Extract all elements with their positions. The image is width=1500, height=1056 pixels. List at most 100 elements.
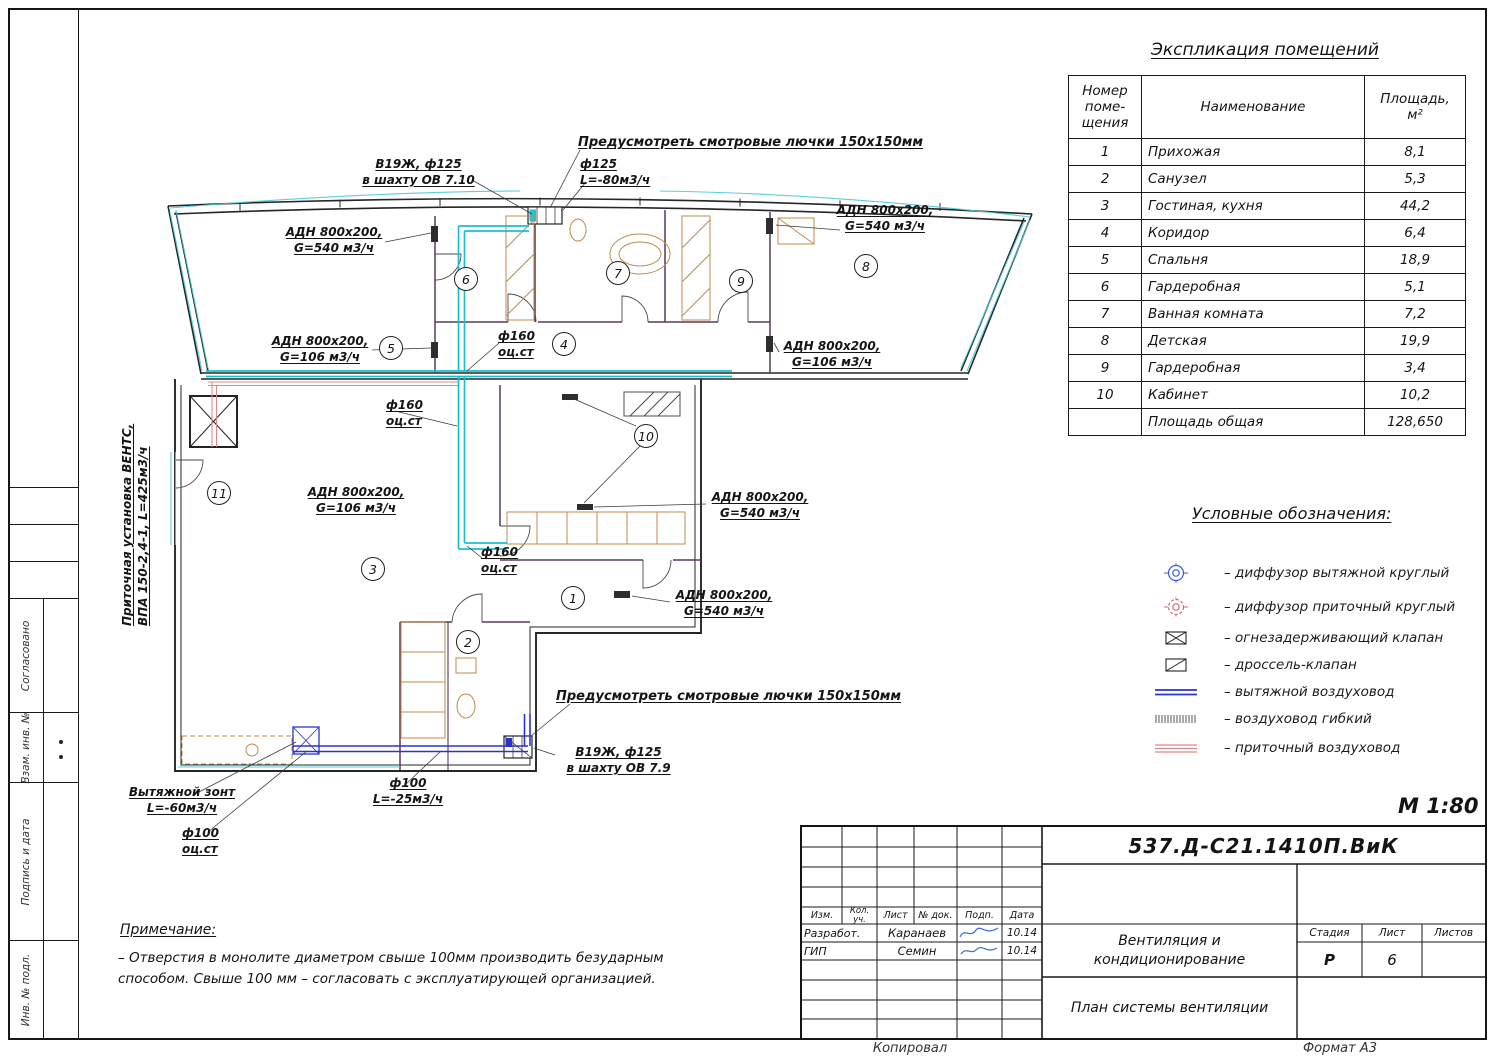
side-cell-sign: Подпись и дата bbox=[8, 782, 79, 941]
note-line: АДН 800х200, bbox=[285, 225, 383, 239]
legend-label: – диффузор приточный круглый bbox=[1224, 599, 1456, 615]
legend-label: – воздуховод гибкий bbox=[1224, 711, 1372, 727]
room-number-8: 8 bbox=[854, 254, 878, 278]
gip-signature bbox=[960, 946, 998, 955]
stage-label: Стадия bbox=[1309, 927, 1350, 939]
throttle-valve-icon bbox=[1140, 657, 1212, 673]
room-number-label: 9 bbox=[737, 273, 745, 289]
drawing-title: План системы вентиляции bbox=[1070, 999, 1269, 1016]
stage-value: Р bbox=[1324, 950, 1335, 969]
note-adn-room8: АДН 800х200, G=540 м3/ч bbox=[833, 203, 937, 235]
room-number-label: 4 bbox=[560, 336, 568, 352]
room-number-cell: 3 bbox=[1068, 192, 1142, 220]
note-line: В19Ж, ф125 bbox=[375, 157, 462, 171]
note-line: в шахту ОВ 7.9 bbox=[566, 760, 671, 775]
col-header-number: Номер поме- щения bbox=[1068, 75, 1142, 139]
room-number-cell: 2 bbox=[1068, 165, 1142, 193]
side-cell-divider bbox=[9, 783, 44, 940]
exterior-walls bbox=[167, 197, 1033, 772]
note-exhaust-hood: Вытяжной зонт L=-60м3/ч bbox=[120, 785, 244, 817]
note-line: L=-60м3/ч bbox=[146, 800, 218, 815]
exhaust-duct-icon bbox=[1140, 685, 1212, 699]
room-number-cell: 9 bbox=[1068, 354, 1142, 382]
developer-signature bbox=[959, 927, 999, 938]
room-number-2: 2 bbox=[456, 630, 480, 654]
col-podp: Подп. bbox=[965, 910, 994, 921]
note-line: G=106 м3/ч bbox=[280, 349, 360, 364]
glazing bbox=[169, 190, 1031, 768]
col-header-area: Площадь, м² bbox=[1364, 75, 1466, 139]
note-f100-flow: ф100 L=-25м3/ч bbox=[356, 776, 460, 808]
room-name-cell: Гардеробная bbox=[1141, 354, 1365, 382]
note-adn-room6: АДН 800х200, G=540 м3/ч bbox=[282, 225, 386, 257]
fire-valve-icon bbox=[1140, 630, 1212, 646]
legend-item: – вытяжной воздуховод bbox=[1140, 678, 1490, 705]
room-number-label: 11 bbox=[211, 485, 227, 501]
exhaust-diffuser-icon bbox=[1140, 563, 1212, 583]
note-line: АДН 800х200, bbox=[271, 334, 369, 348]
note-line: АДН 800х200, bbox=[307, 485, 405, 499]
legend: – диффузор вытяжной круглый – диффузор п… bbox=[1140, 556, 1490, 762]
note-adn-room5: АДН 800х200, G=106 м3/ч bbox=[268, 334, 372, 366]
legend-label: – диффузор вытяжной круглый bbox=[1224, 565, 1450, 581]
dot bbox=[59, 755, 63, 759]
note-line: Приточная установка ВЕНТС, bbox=[120, 423, 134, 626]
note-line: ф100 bbox=[182, 826, 219, 840]
closet-hatch bbox=[623, 391, 681, 417]
room-name-cell: Гардеробная bbox=[1141, 273, 1365, 301]
note-f100-duct: ф100 оц.ст bbox=[182, 826, 238, 858]
note-line: ВПА 150-2,4-1, L=425м3/ч bbox=[135, 446, 150, 626]
sheet-label: Лист bbox=[1378, 927, 1406, 939]
room-number-9: 9 bbox=[729, 269, 753, 293]
note-line: оц.ст bbox=[481, 560, 517, 575]
developer-date: 10.14 bbox=[1006, 927, 1038, 939]
room-number-label: 3 bbox=[369, 561, 377, 577]
room-number-cell: 5 bbox=[1068, 246, 1142, 274]
room-name-cell: Кабинет bbox=[1141, 381, 1365, 409]
room-number-label: 5 bbox=[387, 340, 395, 356]
note-line: G=540 м3/ч bbox=[294, 240, 374, 255]
room-name-cell: Детская bbox=[1141, 327, 1365, 355]
note-block-text: – Отверстия в монолите диаметром свыше 1… bbox=[118, 950, 664, 987]
dot bbox=[59, 740, 63, 744]
room-number-6: 6 bbox=[454, 267, 478, 291]
room-name-cell: Коридор bbox=[1141, 219, 1365, 247]
note-line: G=540 м3/ч bbox=[684, 603, 764, 618]
room-number-1: 1 bbox=[561, 586, 585, 610]
col-doc: № док. bbox=[918, 910, 953, 921]
note-line: Вытяжной зонт bbox=[128, 785, 236, 799]
note-line: ф160 bbox=[386, 398, 423, 412]
legend-item: – дроссель-клапан bbox=[1140, 651, 1490, 678]
room-number-label: 10 bbox=[638, 428, 654, 444]
room-name-cell: Спальня bbox=[1141, 246, 1365, 274]
note-inspection-hatch-top: Предусмотреть смотровые лючки 150х150мм bbox=[578, 134, 923, 151]
gip-date: 10.14 bbox=[1006, 945, 1038, 957]
supply-unit bbox=[189, 395, 238, 448]
side-box-3 bbox=[8, 561, 79, 599]
legend-title: Условные обозначения: bbox=[1192, 504, 1392, 523]
room-number-cell: 1 bbox=[1068, 138, 1142, 166]
note-block-title: Примечание: bbox=[120, 922, 217, 938]
legend-label: – приточный воздуховод bbox=[1224, 739, 1401, 756]
legend-item: – воздуховод гибкий bbox=[1140, 705, 1490, 733]
legend-item: – диффузор вытяжной круглый bbox=[1140, 556, 1490, 590]
format-label: Формат А3 bbox=[1302, 1041, 1378, 1056]
legend-label: – дроссель-клапан bbox=[1224, 656, 1357, 673]
note-line: в шахту ОВ 7.10 bbox=[362, 172, 475, 187]
note-line: G=540 м3/ч bbox=[845, 218, 925, 233]
room-number-10: 10 bbox=[634, 424, 658, 448]
flex-duct-icon bbox=[1140, 712, 1212, 726]
room-number-cell: 7 bbox=[1068, 300, 1142, 328]
supply-diffuser-icon bbox=[1140, 597, 1212, 617]
side-box-2 bbox=[8, 524, 79, 562]
room-number-label: 8 bbox=[862, 258, 870, 274]
note-f125: ф125 L=-80м3/ч bbox=[580, 157, 672, 189]
